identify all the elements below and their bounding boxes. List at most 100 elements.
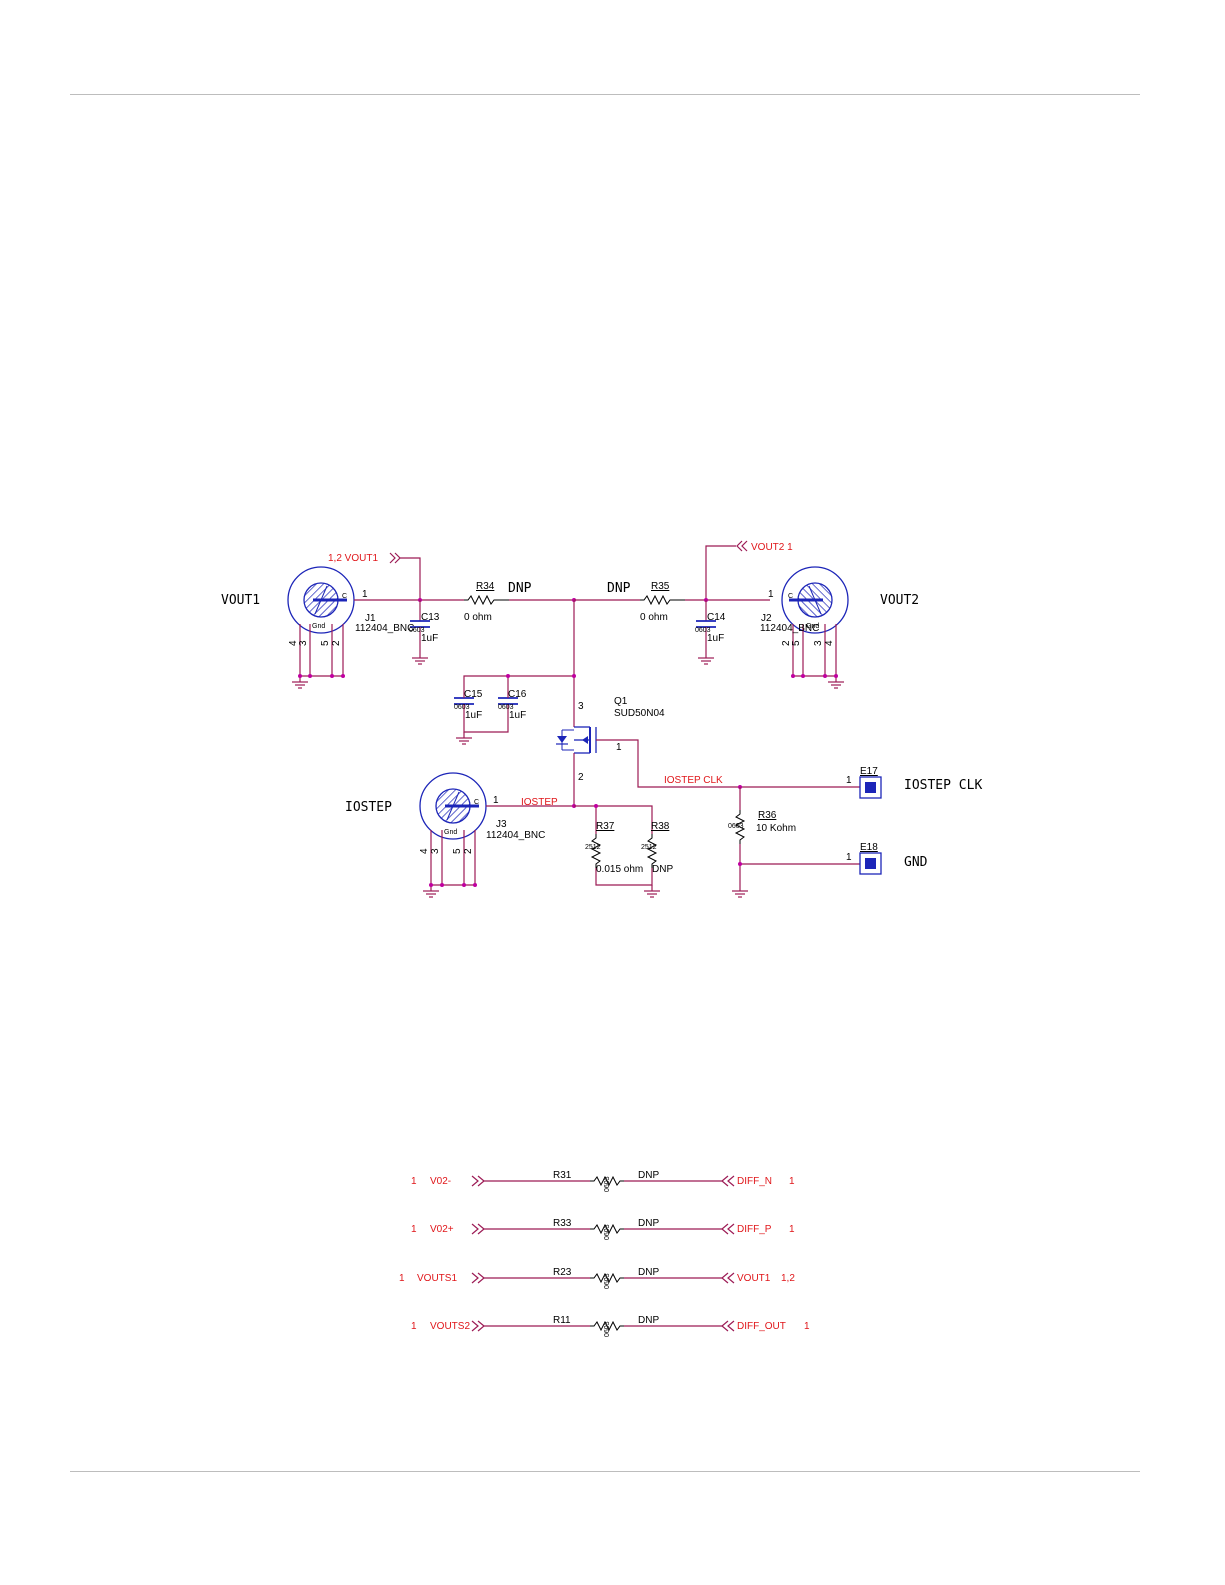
row-left-pin: 1 (411, 1176, 417, 1187)
vout1-offpage-label: 1,2 VOUT1 (328, 553, 378, 564)
q1-ref: Q1 (614, 696, 628, 707)
r35-dnp: DNP (607, 581, 631, 596)
connector-j2: C Gnd 2 5 3 4 1 J2 112404_BNC VOUT2 (760, 565, 919, 689)
c13-ref: C13 (421, 612, 440, 623)
bottom-row: 1 V02- R31 0603 DNP DIFF_N 1 (411, 1170, 795, 1192)
bottom-resistor-rows: 1 V02- R31 0603 DNP DIFF_N 1 1 V02+ R33 … (399, 1170, 810, 1337)
net-iostep: IOSTEP (521, 797, 558, 808)
r34-value: 0 ohm (464, 612, 492, 623)
bottom-row: 1 V02+ R33 0603 DNP DIFF_P 1 (411, 1218, 795, 1240)
row-left-pin: 1 (411, 1224, 417, 1235)
capacitor-c13: C13 0603 1uF (409, 600, 440, 665)
capacitor-c16: C16 0603 1uF (498, 689, 527, 721)
vout1-offpage: 1,2 VOUT1 (328, 552, 422, 602)
j1-pin-3: 3 (298, 640, 309, 646)
resistor-r35: R35 DNP 0 ohm (574, 581, 770, 623)
r37-ref: R37 (596, 821, 615, 832)
j3-c-label: C (474, 799, 479, 806)
e18-pin: 1 (846, 852, 852, 863)
connector-j3: C Gnd 4 3 5 2 1 J3 112404_BNC IOSTEP IOS… (345, 771, 576, 898)
row-right-net: DIFF_N (737, 1176, 772, 1187)
r37-value: 0.015 ohm (596, 864, 643, 875)
j3-pin-3: 3 (430, 848, 441, 854)
c13-value: 1uF (421, 633, 438, 644)
j2-pin-2: 2 (781, 640, 792, 646)
row-pkg: 0603 (604, 1321, 611, 1337)
c16-ref: C16 (508, 689, 527, 700)
row-right-net: DIFF_P (737, 1224, 772, 1235)
e18-ref: E18 (860, 842, 878, 853)
mosfet-q1: 3 1 2 Q1 SUD50N04 (556, 696, 740, 806)
j1-pin-4: 4 (288, 640, 299, 646)
r36-value: 10 Kohm (756, 823, 796, 834)
header-rule (70, 94, 1140, 95)
row-dnp: DNP (638, 1315, 659, 1326)
r37-pkg: 2512 (585, 844, 601, 851)
c14-value: 1uF (707, 633, 724, 644)
c13-pkg: 0603 (409, 627, 425, 634)
j2-pin-4: 4 (824, 640, 835, 646)
r34-ref: R34 (476, 581, 495, 592)
r35-ref: R35 (651, 581, 670, 592)
j1-part: 112404_BNC (355, 623, 414, 634)
row-right-pin: 1 (789, 1176, 795, 1187)
j3-ref: J3 (496, 819, 507, 830)
j1-ref: J1 (365, 613, 376, 624)
r36-ref: R36 (758, 810, 777, 821)
row-left-net: VOUTS1 (417, 1273, 457, 1284)
r38-value: DNP (652, 864, 673, 875)
j2-pin-5: 5 (791, 640, 802, 646)
j2-gnd-label: Gnd (806, 623, 819, 630)
c15-ref: C15 (464, 689, 483, 700)
row-right-pin: 1 (804, 1321, 810, 1332)
vout2-label: VOUT2 (880, 593, 919, 608)
j2-ref: J2 (761, 613, 772, 624)
r38-pkg: 2512 (641, 844, 657, 851)
j2-part: 112404_BNC (760, 623, 819, 634)
c16-value: 1uF (509, 710, 526, 721)
j3-pin-5: 5 (452, 848, 463, 854)
c14-ref: C14 (707, 612, 726, 623)
row-dnp: DNP (638, 1267, 659, 1278)
c15-value: 1uF (465, 710, 482, 721)
capacitor-c15: C15 0603 1uF (454, 689, 509, 745)
j1-pin-5: 5 (320, 640, 331, 646)
connector-j1: C Gnd 4 3 5 2 1 J1 112404_BNC VOUT1 (221, 565, 464, 689)
q1-pin-1: 1 (616, 742, 622, 753)
row-left-pin: 1 (411, 1321, 417, 1332)
row-right-net: DIFF_OUT (737, 1321, 786, 1332)
row-ref: R23 (553, 1267, 572, 1278)
row-pkg: 0603 (604, 1176, 611, 1192)
net-iostep-clk: IOSTEP CLK (664, 775, 723, 786)
iostep-label: IOSTEP (345, 800, 392, 815)
j1-gnd-label: Gnd (312, 623, 325, 630)
j3-part: 112404_BNC (486, 830, 545, 841)
row-right-pin: 1,2 (781, 1273, 795, 1284)
row-dnp: DNP (638, 1218, 659, 1229)
footer-rule (70, 1471, 1140, 1472)
row-dnp: DNP (638, 1170, 659, 1181)
row-ref: R33 (553, 1218, 572, 1229)
row-left-net: VOUTS2 (430, 1321, 470, 1332)
row-right-net: VOUT1 (737, 1273, 771, 1284)
row-left-net: V02- (430, 1176, 451, 1187)
q1-pin-2: 2 (578, 772, 584, 783)
j1-c-label: C (342, 593, 347, 600)
vout2-offpage-label: VOUT2 1 (751, 542, 793, 553)
j2-c-label: C (788, 593, 793, 600)
r35-value: 0 ohm (640, 612, 668, 623)
row-ref: R11 (553, 1315, 571, 1326)
j2-pin-3: 3 (813, 640, 824, 646)
row-right-pin: 1 (789, 1224, 795, 1235)
e17-ref: E17 (860, 766, 878, 777)
resistor-r34: R34 DNP 0 ohm (464, 581, 576, 623)
j3-pin-1: 1 (493, 795, 499, 806)
c14-pkg: 0603 (695, 627, 711, 634)
q1-pin-3: 3 (578, 701, 584, 712)
bottom-row: 1 VOUTS1 R23 0603 DNP VOUT1 1,2 (399, 1267, 795, 1289)
test-point-e17: 1 E17 IOSTEP CLK (846, 766, 982, 799)
r34-dnp: DNP (508, 581, 532, 596)
j3-pin-2: 2 (463, 848, 474, 854)
e18-label: GND (904, 855, 928, 870)
